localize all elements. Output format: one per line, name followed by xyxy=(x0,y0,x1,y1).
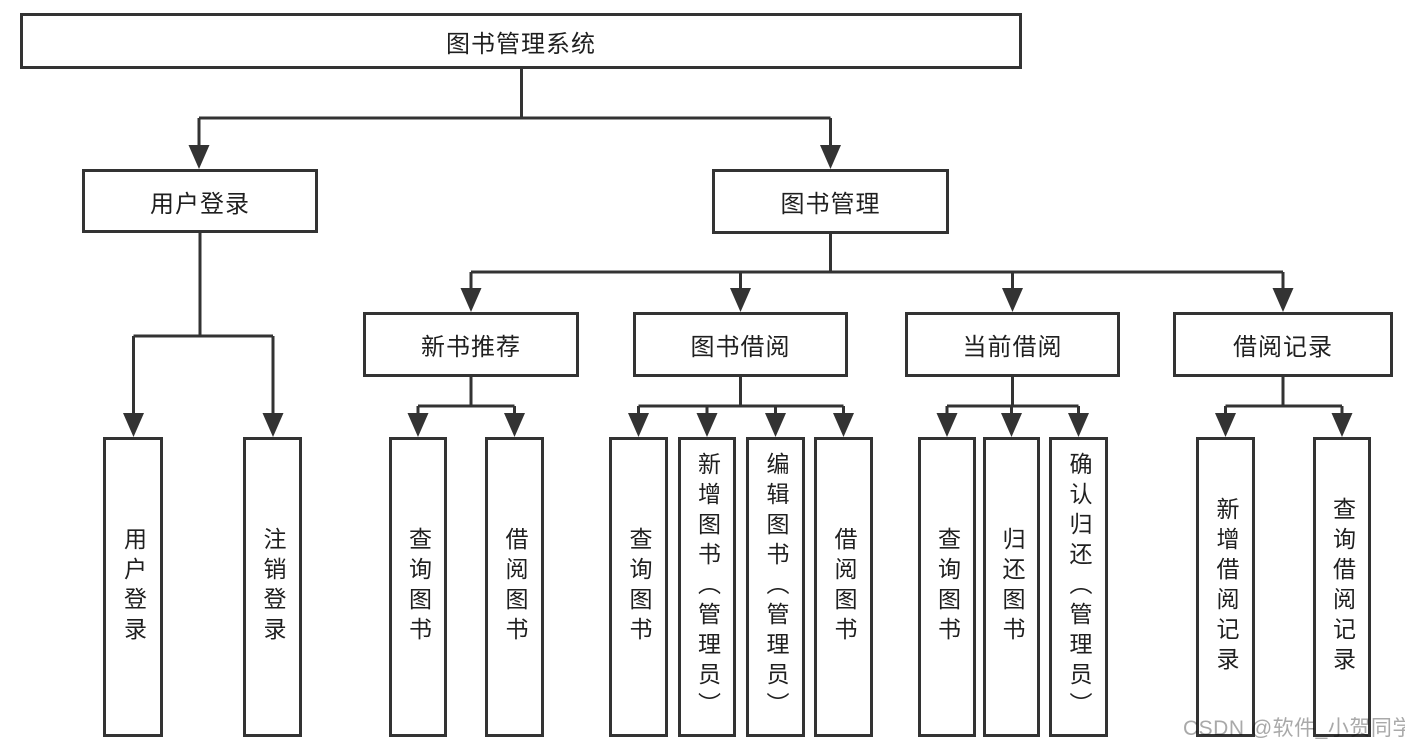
node-user-login: 用户登录 xyxy=(82,169,318,233)
node-label: 用户登录 xyxy=(150,190,250,218)
leaf-borrow-edit-books-admin: 编辑图书（管理员） xyxy=(746,437,805,737)
node-label: 查询图书 xyxy=(626,527,652,647)
arrowhead-icons xyxy=(123,145,1353,437)
node-borrowing-records: 借阅记录 xyxy=(1173,312,1393,377)
leaf-borrow-borrow-books: 借阅图书 xyxy=(814,437,873,737)
node-label: 确认归还（管理员） xyxy=(1066,452,1092,722)
node-current-borrowing: 当前借阅 xyxy=(905,312,1120,377)
node-label: 查询借阅记录 xyxy=(1329,497,1356,677)
node-new-book-recommend: 新书推荐 xyxy=(363,312,579,377)
node-label: 当前借阅 xyxy=(962,334,1063,361)
node-label: 图书管理系统 xyxy=(446,30,596,58)
node-label: 新增借阅记录 xyxy=(1213,497,1239,677)
watermark: CSDN @软件_小贺同学 xyxy=(1183,717,1405,740)
node-label: 查询图书 xyxy=(405,527,432,647)
node-book-management: 图书管理 xyxy=(712,169,949,234)
leaf-user-login: 用户登录 xyxy=(103,437,163,737)
node-label: 借阅图书 xyxy=(502,527,528,647)
node-label: 借阅图书 xyxy=(831,527,857,647)
leaf-recommend-borrow-books: 借阅图书 xyxy=(485,437,544,737)
node-label: 图书管理 xyxy=(780,191,881,218)
node-label: 编辑图书（管理员） xyxy=(763,452,789,722)
node-label: 借阅记录 xyxy=(1233,334,1333,361)
node-book-borrowing: 图书借阅 xyxy=(633,312,848,377)
leaf-current-confirm-return-admin: 确认归还（管理员） xyxy=(1049,437,1108,737)
leaf-records-query-record: 查询借阅记录 xyxy=(1313,437,1371,737)
node-label: 注销登录 xyxy=(260,527,286,647)
node-label: 用户登录 xyxy=(120,527,147,647)
leaf-borrow-add-books-admin: 新增图书（管理员） xyxy=(678,437,736,737)
leaf-current-query-books: 查询图书 xyxy=(918,437,976,737)
node-label: 新书推荐 xyxy=(421,334,521,361)
leaf-records-add-record: 新增借阅记录 xyxy=(1196,437,1255,737)
node-label: 查询图书 xyxy=(934,527,961,647)
node-label: 归还图书 xyxy=(999,527,1025,647)
node-root: 图书管理系统 xyxy=(20,13,1022,69)
leaf-current-return-books: 归还图书 xyxy=(983,437,1040,737)
connector-line-paths xyxy=(132,69,1344,414)
node-label: 新增图书（管理员） xyxy=(694,452,721,722)
leaf-recommend-query-books: 查询图书 xyxy=(389,437,447,737)
leaf-logout: 注销登录 xyxy=(243,437,302,737)
leaf-borrow-query-books: 查询图书 xyxy=(609,437,668,737)
node-label: 图书借阅 xyxy=(690,334,791,361)
